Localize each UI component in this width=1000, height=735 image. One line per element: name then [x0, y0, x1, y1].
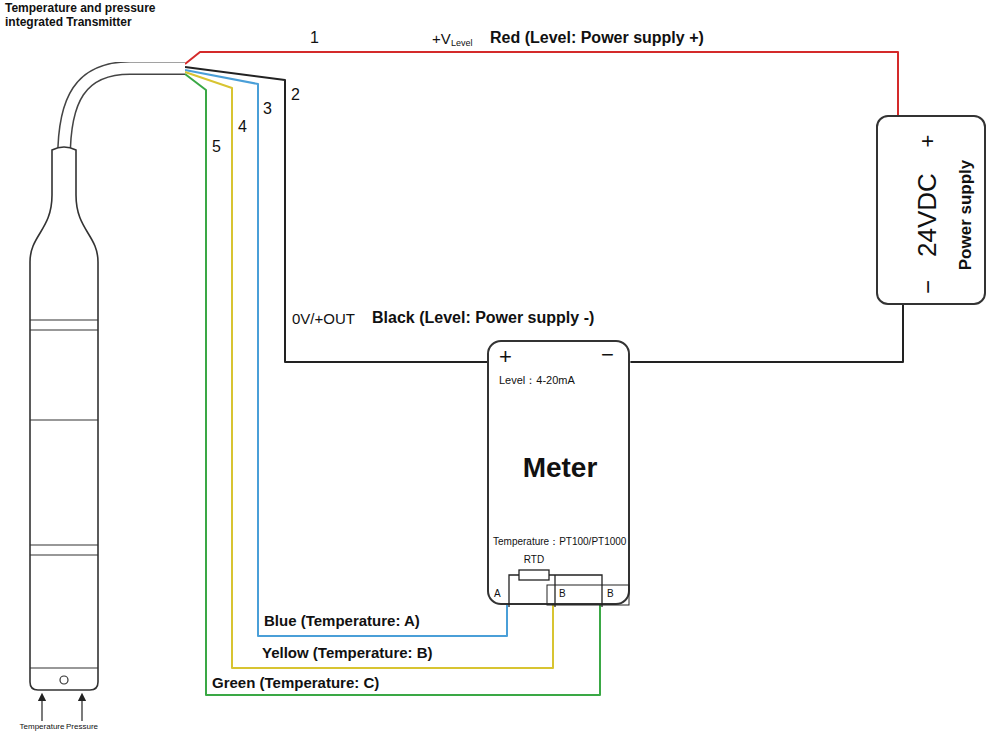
wire-label: Green (Temperature: C)	[212, 674, 379, 691]
pin-name: A	[494, 588, 501, 600]
wire-number: 1	[310, 29, 319, 47]
probe-band	[30, 667, 98, 668]
terminal-plus: +	[915, 135, 940, 148]
terminal-plus: +	[499, 344, 512, 369]
pin-name: B	[559, 588, 566, 600]
transmitter-probe: Temperature and pressure integrated Tran…	[18, 62, 185, 692]
probe-illustration	[18, 62, 185, 692]
wire-number: 2	[291, 86, 300, 104]
signal-name: 0V/+OUT	[292, 310, 355, 327]
power-supply-box: +24VDC −Power supply	[876, 115, 986, 305]
wire-number: 4	[238, 118, 247, 136]
input-spec: Level：4-20mA	[499, 374, 575, 387]
temperature-arrow	[41, 697, 42, 721]
meter-box: + − Level：4-20mA MeterTemperature：PT100/PT1…	[487, 340, 630, 605]
signal-subscript: Level	[451, 38, 473, 48]
probe-band	[30, 554, 98, 555]
wire-label: Red (Level: Power supply +)	[490, 29, 704, 47]
terminal-minus: −	[914, 280, 942, 294]
input-spec: Temperature：PT100/PT1000	[493, 536, 626, 548]
signal-name: +V	[432, 30, 451, 47]
cable-outline	[64, 68, 185, 158]
rtd-lead	[554, 575, 555, 607]
wire-label: Blue (Temperature: A)	[264, 612, 420, 629]
terminal-minus: −	[601, 342, 614, 367]
voltage-label: 24VDC	[913, 173, 943, 257]
wire-number: 5	[212, 138, 221, 156]
probe-band	[30, 329, 98, 330]
device-name: Power supply	[956, 160, 976, 271]
probe-body	[30, 147, 98, 690]
sensing-label: Pressure	[66, 722, 98, 731]
wire-label: Yellow (Temperature: B)	[262, 644, 433, 661]
pin-name: B	[607, 588, 614, 600]
wire	[630, 305, 903, 362]
wire	[185, 52, 898, 115]
rtd-label: RTD	[524, 554, 544, 566]
terminal-block	[547, 585, 629, 605]
wire-label: Black (Level: Power supply -)	[372, 309, 594, 327]
wire	[185, 70, 507, 636]
probe-band	[30, 319, 98, 320]
sensing-port	[60, 676, 68, 684]
wire-number: 3	[263, 100, 272, 118]
cable	[64, 68, 185, 158]
probe-band	[30, 419, 98, 420]
rtd-lead	[509, 575, 519, 607]
pressure-arrow	[81, 697, 82, 721]
device-name: Meter	[523, 452, 598, 484]
transmitter-title: Temperature and pressure integrated Tran…	[5, 2, 205, 30]
sensing-label: Temperature	[20, 722, 65, 731]
resistor-symbol	[519, 570, 549, 580]
probe-band	[30, 544, 98, 545]
rtd-lead	[549, 575, 602, 607]
